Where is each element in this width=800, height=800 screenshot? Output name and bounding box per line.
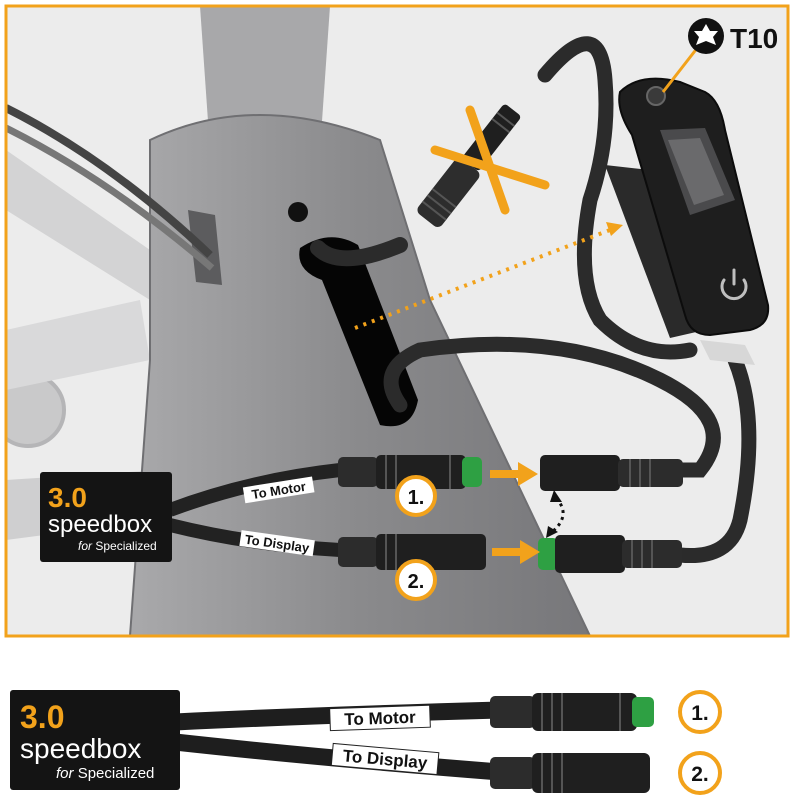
cable <box>383 336 721 478</box>
panel-border <box>4 4 790 638</box>
background-tube <box>6 150 150 300</box>
top-illustration: T10 To Motor To Display 3.0 speedbox for… <box>6 6 788 636</box>
legend-step-badge-2: 2. <box>678 751 722 795</box>
svg-text:for Specialized: for Specialized <box>78 539 157 553</box>
speedbox-cable-motor <box>167 463 341 517</box>
legend-step-1-number: 1. <box>691 702 709 725</box>
brand-version: 3.0 <box>48 482 87 513</box>
step-badge-1: 1. <box>395 475 437 517</box>
mount-plate <box>700 340 755 365</box>
connect-arrow <box>490 462 538 486</box>
brand-for: for <box>78 539 93 553</box>
connect-arrow <box>492 540 540 564</box>
svg-text:for Specialized: for Specialized <box>56 765 154 782</box>
power-icon <box>720 268 748 301</box>
cross-mark-icon <box>430 105 550 215</box>
legend-step-badge-1: 1. <box>678 690 722 734</box>
bike-frame <box>128 114 592 636</box>
legend-motor-tag: To Motor <box>329 704 431 732</box>
swap-arrow-icon <box>546 490 565 538</box>
guide-arrow-head <box>606 222 623 236</box>
legend-cable-display <box>174 733 501 781</box>
old-connector <box>417 104 521 227</box>
display-unit <box>605 77 770 365</box>
brand-for: for <box>56 765 75 782</box>
step-badge-2: 2. <box>395 559 437 601</box>
legend-motor-text: To Motor <box>344 708 416 729</box>
step-2-number: 2. <box>408 571 425 593</box>
brand-maker: Specialized <box>95 539 156 553</box>
speedbox-unit-top: 3.0 speedbox for Specialized <box>40 472 172 562</box>
legend-connector-display <box>490 753 650 793</box>
guide-arrow <box>354 228 611 330</box>
legend-connector-motor <box>490 693 654 731</box>
legend-cable-motor <box>174 701 501 731</box>
legend-display-tag: To Display <box>330 742 440 776</box>
screw <box>646 86 666 106</box>
brand-name: speedbox <box>48 511 152 538</box>
brand-maker: Specialized <box>78 765 155 782</box>
torx-star-icon <box>688 18 724 54</box>
connector-motor-female <box>540 455 683 491</box>
brake-cable <box>6 104 213 258</box>
cable <box>672 352 757 564</box>
head-tube <box>200 6 330 150</box>
background-tube <box>6 300 150 390</box>
brand-version: 3.0 <box>20 699 64 735</box>
cable <box>310 237 408 267</box>
connector-motor-male <box>338 455 482 489</box>
legend: To Motor To Display 3.0 speedbox for Spe… <box>10 690 722 795</box>
connector-display-female <box>538 535 682 573</box>
frame-hole <box>288 202 308 222</box>
tool-label: T10 <box>730 23 778 54</box>
cable <box>537 36 698 360</box>
brake-cable <box>6 124 215 271</box>
speedbox-unit-bottom: 3.0 speedbox for Specialized <box>10 690 180 790</box>
step-1-number: 1. <box>408 487 425 509</box>
connector-display-male <box>338 534 486 570</box>
legend-step-2-number: 2. <box>691 763 709 786</box>
brand-name: speedbox <box>20 733 141 764</box>
